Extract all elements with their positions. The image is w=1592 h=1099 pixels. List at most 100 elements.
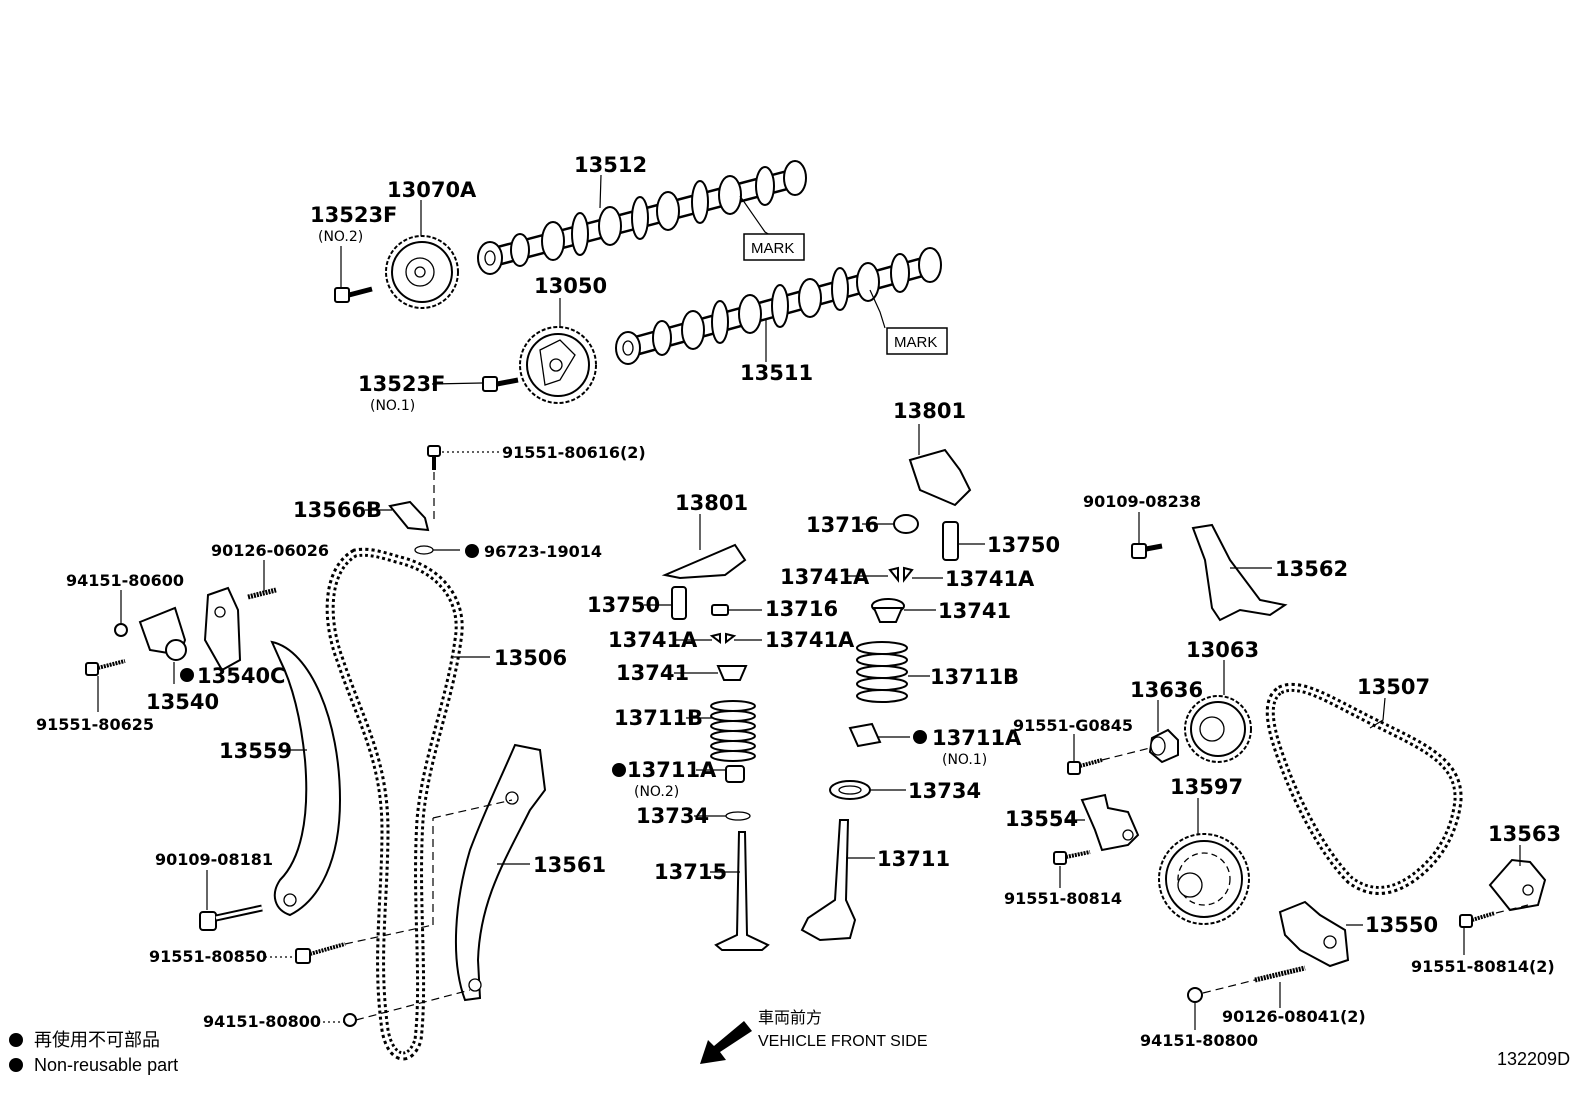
exhaust-valve-13715 <box>714 831 770 951</box>
valve-stem-cap-13716-left <box>711 604 729 616</box>
label-13750-right: 13750 <box>987 533 1060 557</box>
label-91551-80625: 91551-80625 <box>36 715 154 734</box>
label-13715: 13715 <box>654 860 727 884</box>
legend-dot-2 <box>9 1058 23 1072</box>
camshaft-timing-gear-exhaust <box>385 235 459 309</box>
valve-stem-cap-13716-right <box>893 514 919 534</box>
valve-spring-retainer-13741-right <box>871 598 905 623</box>
legend-text-japanese: 再使用不可部品 <box>34 1030 160 1050</box>
intake-valve-13711 <box>800 819 857 942</box>
label-no2-a: (NO.2) <box>318 229 363 245</box>
label-13523f-no1: 13523F <box>358 372 445 396</box>
chain-tensioner-plate-13540c <box>203 586 242 672</box>
label-13716-left: 13716 <box>765 597 838 621</box>
bracket-13566b <box>388 500 430 532</box>
label-13711b-left: 13711B <box>614 706 703 730</box>
label-13801-right: 13801 <box>893 399 966 423</box>
label-13070a: 13070A <box>387 178 477 202</box>
valve-spring-seat-13734-right <box>829 780 871 800</box>
label-94151-80600: 94151-80600 <box>66 571 184 590</box>
bolt-91551-80814-left <box>1053 850 1091 865</box>
label-no2-b: (NO.2) <box>634 784 679 800</box>
label-13511: 13511 <box>740 361 813 385</box>
label-13512: 13512 <box>574 153 647 177</box>
camshaft-timing-gear-intake <box>519 326 597 404</box>
valve-keepers-13741a-left <box>709 632 737 644</box>
bolt-13523f-no1 <box>482 376 519 392</box>
label-13559: 13559 <box>219 739 292 763</box>
non-reusable-dot-13711a-right <box>913 730 927 744</box>
bolt-91551-80814-right <box>1459 911 1496 928</box>
label-13734-left: 13734 <box>636 804 709 828</box>
label-90109-08181: 90109-08181 <box>155 850 273 869</box>
rocker-arm-13801-right <box>908 448 972 507</box>
vehicle-front-japanese: 車両前方 <box>758 1009 822 1027</box>
bolt-91551-80625 <box>85 659 126 676</box>
label-13554: 13554 <box>1005 807 1078 831</box>
non-reusable-dot-13711a-left <box>612 763 626 777</box>
bolt-13523f-no2 <box>334 286 373 303</box>
timing-chain-13506 <box>325 547 464 1061</box>
valve-stem-seal-13711a-right <box>848 722 882 748</box>
label-13801-left: 13801 <box>675 491 748 515</box>
label-13566b: 13566B <box>293 498 382 522</box>
label-13741-right: 13741 <box>938 599 1011 623</box>
label-13734-right: 13734 <box>908 779 981 803</box>
label-90109-08238: 90109-08238 <box>1083 492 1201 511</box>
label-no1-b: (NO.1) <box>942 752 987 768</box>
label-13563: 13563 <box>1488 822 1561 846</box>
label-94151-80800-right: 94151-80800 <box>1140 1031 1258 1050</box>
non-reusable-dot-13540c <box>180 668 194 682</box>
label-94151-80800-left: 94151-80800 <box>203 1012 321 1031</box>
label-91551-80850: 91551-80850 <box>149 947 267 966</box>
label-13063: 13063 <box>1186 638 1259 662</box>
label-13540: 13540 <box>146 690 219 714</box>
oil-pump-drive-sprocket-13597 <box>1158 833 1250 925</box>
label-91551-g0845: 91551-G0845 <box>1013 716 1133 735</box>
label-13741-left: 13741 <box>616 661 689 685</box>
idle-gear-shaft-13636 <box>1148 728 1179 764</box>
label-13711a-right: 13711A <box>932 726 1022 750</box>
label-91551-80616: 91551-80616(2) <box>502 443 646 462</box>
label-13507: 13507 <box>1357 675 1430 699</box>
label-13561: 13561 <box>533 853 606 877</box>
mark-box-intake <box>886 327 948 355</box>
vehicle-front-arrow-icon <box>700 1021 752 1064</box>
chain-tensioner-slipper-13559 <box>270 640 342 917</box>
label-13741a-left-2: 13741A <box>765 628 855 652</box>
bolt-90109-08181 <box>199 904 263 931</box>
vehicle-front-english: VEHICLE FRONT SIDE <box>758 1033 928 1050</box>
bolt-91551-80850 <box>295 942 346 964</box>
label-13506: 13506 <box>494 646 567 670</box>
bolt-91551-80616 <box>427 445 441 470</box>
bolt-90109-08238 <box>1131 543 1163 559</box>
chain-guide-13562 <box>1191 523 1288 622</box>
valve-keepers-13741a-right <box>888 566 914 583</box>
label-90126-08041: 90126-08041(2) <box>1222 1007 1366 1026</box>
chain-tensioner-13563 <box>1488 858 1547 912</box>
nut-94151-80800-right <box>1187 987 1203 1003</box>
exhaust-camshaft <box>477 160 807 275</box>
valve-spring-13711b-left <box>710 700 756 762</box>
label-13750-left: 13750 <box>587 593 660 617</box>
label-13711a-left: 13711A <box>627 758 717 782</box>
stud-90126-06026 <box>247 587 277 600</box>
rocker-arm-13801-left <box>661 543 747 580</box>
nut-94151-80600 <box>114 623 128 637</box>
label-13741a-left-1: 13741A <box>608 628 698 652</box>
valve-spring-13711b-right <box>856 641 908 703</box>
lash-adjuster-13750-left <box>671 586 687 620</box>
chain-tensioner-13540 <box>138 606 187 661</box>
label-91551-80814-2: 91551-80814(2) <box>1411 957 1555 976</box>
label-13562: 13562 <box>1275 557 1348 581</box>
legend-dot-1 <box>9 1033 23 1047</box>
label-13716-right: 13716 <box>806 513 879 537</box>
label-96723-19014: 96723-19014 <box>484 542 602 561</box>
intake-camshaft <box>615 247 942 365</box>
label-13597: 13597 <box>1170 775 1243 799</box>
label-13050: 13050 <box>534 274 607 298</box>
chain-tensioner-arm-13554 <box>1080 793 1140 852</box>
chain-vibration-damper-13561 <box>454 743 547 1002</box>
label-13636: 13636 <box>1130 678 1203 702</box>
valve-spring-seat-13734-left <box>725 811 751 821</box>
